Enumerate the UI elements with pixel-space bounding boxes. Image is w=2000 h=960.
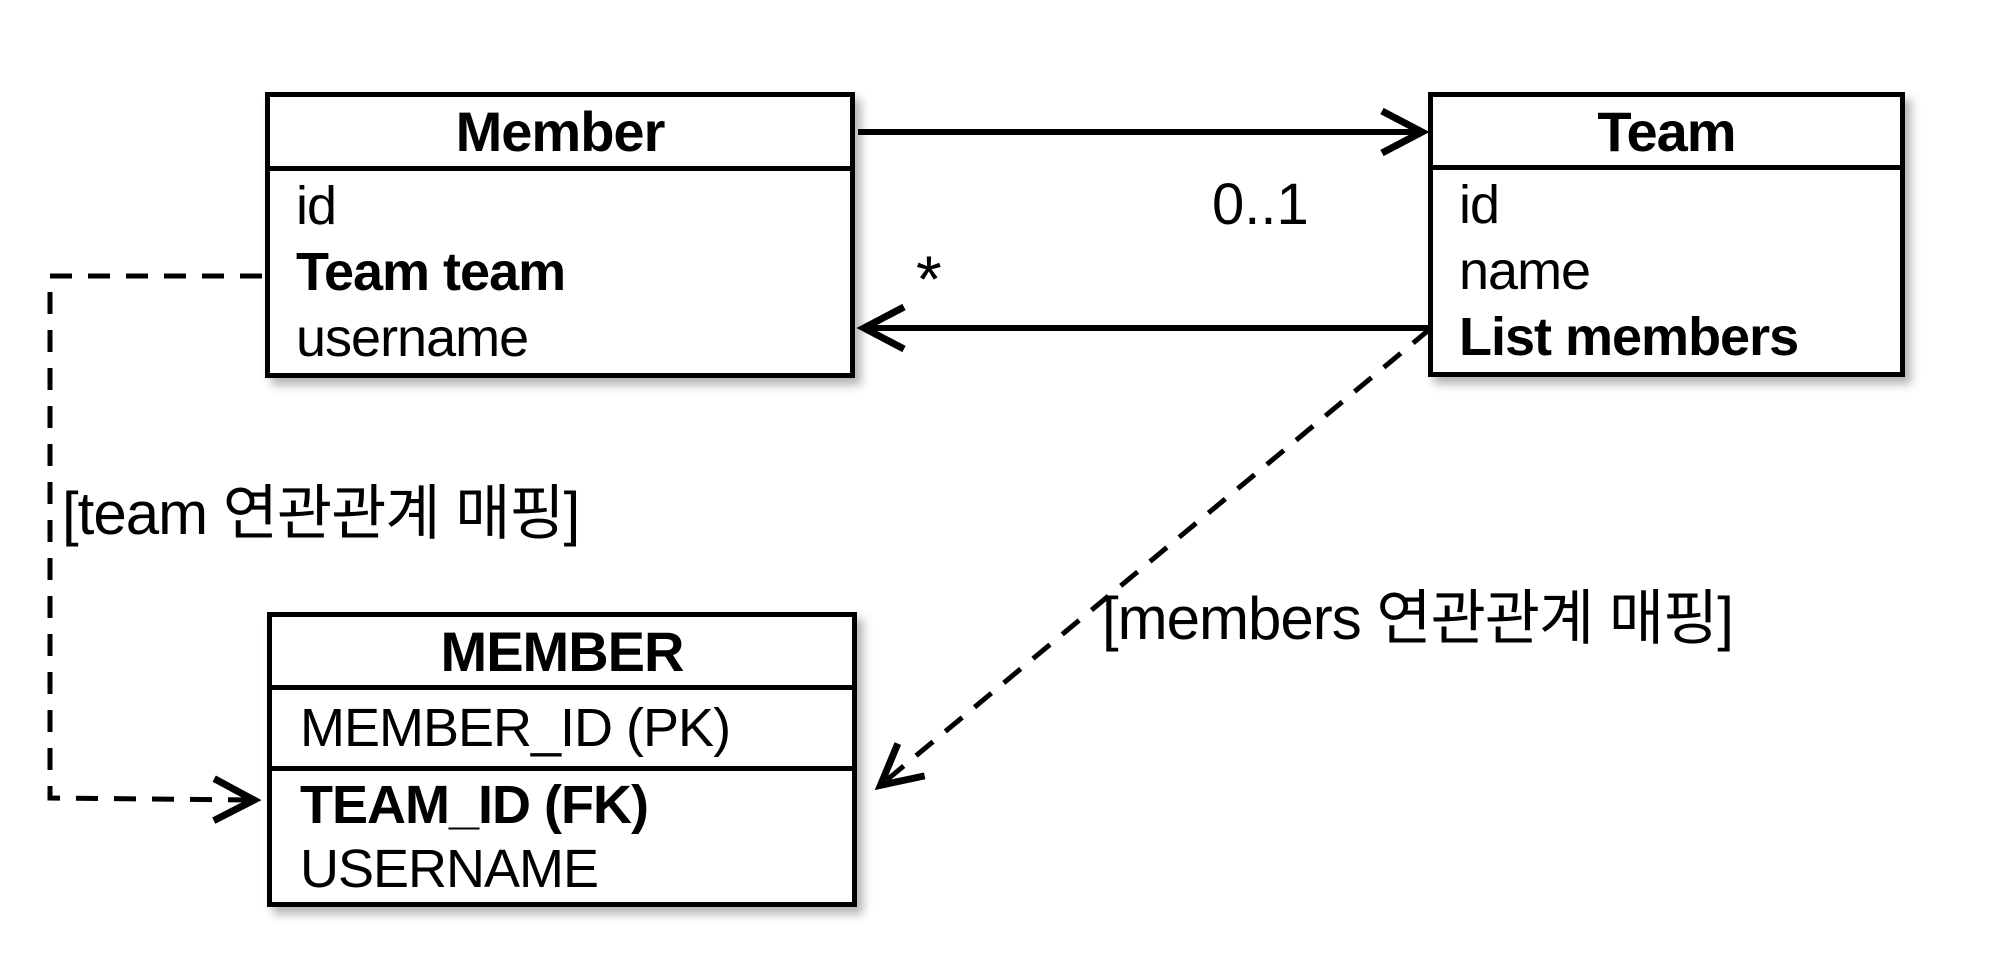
column-username: USERNAME <box>300 839 599 899</box>
member-class-fields: id Team team username <box>270 171 850 371</box>
member-class-title: Member <box>270 97 850 171</box>
team-field-mapping-connector <box>47 273 262 824</box>
field-username: username <box>296 308 529 368</box>
multiplicity-0-1: 0..1 <box>1212 172 1309 237</box>
members-mapping-label: [members 연관관계 매핑] <box>1102 585 1734 652</box>
team-class-box: Team id name List members <box>1428 92 1905 377</box>
field-list-members: List members <box>1459 307 1799 367</box>
member-class-box: Member id Team team username <box>265 92 855 378</box>
multiplicity-many: * <box>916 242 942 316</box>
member-table-box: MEMBER MEMBER_ID (PK) TEAM_ID (FK) USERN… <box>267 612 857 907</box>
team-class-fields: id name List members <box>1433 170 1900 370</box>
member-table-title: MEMBER <box>272 617 852 690</box>
field-team-team: Team team <box>296 242 566 302</box>
column-member-id-pk: MEMBER_ID (PK) <box>272 690 852 771</box>
member-table-fields: TEAM_ID (FK) USERNAME <box>272 771 852 901</box>
members-field-mapping-connector <box>874 327 1432 791</box>
team-mapping-label: [team 연관관계 매핑] <box>62 480 580 547</box>
column-team-id-fk: TEAM_ID (FK) <box>300 775 649 835</box>
team-class-title: Team <box>1433 97 1900 170</box>
field-id: id <box>1459 175 1500 235</box>
field-name: name <box>1459 241 1591 301</box>
field-id: id <box>296 176 337 236</box>
